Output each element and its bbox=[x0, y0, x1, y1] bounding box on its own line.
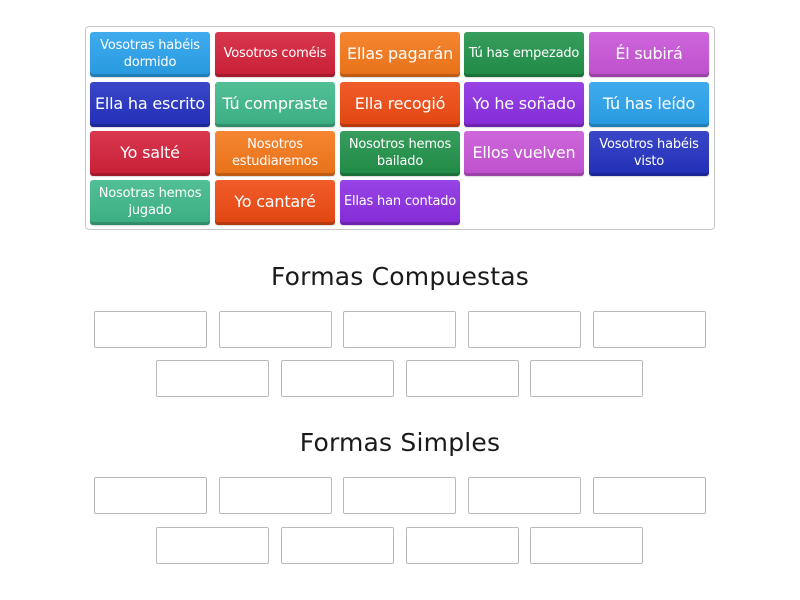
drop-slot-compuestas-4[interactable] bbox=[468, 311, 581, 348]
section-title-formas-compuestas: Formas Compuestas bbox=[270, 262, 530, 291]
tile-ella-recogio[interactable]: Ella recogió bbox=[340, 82, 460, 127]
drop-slot-compuestas-3[interactable] bbox=[343, 311, 456, 348]
drop-slot-compuestas-6[interactable] bbox=[156, 360, 269, 397]
tile-tu-compraste[interactable]: Tú compraste bbox=[215, 82, 335, 127]
drop-slot-simples-4[interactable] bbox=[468, 477, 581, 514]
drop-slot-compuestas-1[interactable] bbox=[94, 311, 207, 348]
drop-slot-simples-7[interactable] bbox=[281, 527, 394, 564]
tile-yo-he-sonado[interactable]: Yo he soñado bbox=[464, 82, 584, 127]
tile-vosotros-habeis-visto[interactable]: Vosotros habéis visto bbox=[589, 131, 709, 176]
tile-ellos-vuelven[interactable]: Ellos vuelven bbox=[464, 131, 584, 176]
tile-yo-cantare[interactable]: Yo cantaré bbox=[215, 180, 335, 225]
tile-yo-salte[interactable]: Yo salté bbox=[90, 131, 210, 176]
tile-tu-has-leido[interactable]: Tú has leído bbox=[589, 82, 709, 127]
drop-slot-compuestas-5[interactable] bbox=[593, 311, 706, 348]
drop-slot-compuestas-7[interactable] bbox=[281, 360, 394, 397]
tile-ellas-pagaran[interactable]: Ellas pagarán bbox=[340, 32, 460, 77]
tile-ella-ha-escrito[interactable]: Ella ha escrito bbox=[90, 82, 210, 127]
drop-slot-compuestas-2[interactable] bbox=[219, 311, 332, 348]
drop-slot-compuestas-8[interactable] bbox=[406, 360, 519, 397]
drop-slot-simples-6[interactable] bbox=[156, 527, 269, 564]
tile-nosotros-estudiaremos[interactable]: Nosotros estudiaremos bbox=[215, 131, 335, 176]
tile-vosotras-habeis-dormido[interactable]: Vosotras habéis dormido bbox=[90, 32, 210, 77]
tile-vosotros-comeis[interactable]: Vosotros coméis bbox=[215, 32, 335, 77]
drop-slot-simples-5[interactable] bbox=[593, 477, 706, 514]
tile-el-subira[interactable]: Él subirá bbox=[589, 32, 709, 77]
tile-nosotros-hemos-bailado[interactable]: Nosotros hemos bailado bbox=[340, 131, 460, 176]
drop-slot-simples-3[interactable] bbox=[343, 477, 456, 514]
drop-slot-simples-1[interactable] bbox=[94, 477, 207, 514]
section-title-formas-simples: Formas Simples bbox=[299, 428, 501, 457]
tile-nosotras-hemos-jugado[interactable]: Nosotras hemos jugado bbox=[90, 180, 210, 225]
drop-slot-simples-9[interactable] bbox=[530, 527, 643, 564]
tile-bank: Vosotras habéis dormido Vosotros coméis … bbox=[85, 26, 715, 230]
drop-slot-compuestas-9[interactable] bbox=[530, 360, 643, 397]
drop-slot-simples-8[interactable] bbox=[406, 527, 519, 564]
drop-slot-simples-2[interactable] bbox=[219, 477, 332, 514]
tile-tu-has-empezado[interactable]: Tú has empezado bbox=[464, 32, 584, 77]
tile-ellas-han-contado[interactable]: Ellas han contado bbox=[340, 180, 460, 225]
